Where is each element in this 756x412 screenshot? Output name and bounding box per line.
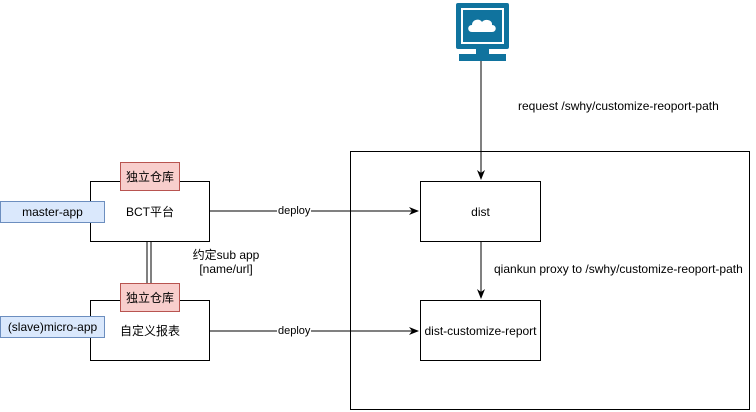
independent-repo-label: 独立仓库	[125, 169, 174, 184]
contract-line-1: 约定sub app	[192, 248, 260, 262]
request-label: request /swhy/customize-reoport-path	[518, 99, 719, 113]
custom-report-label: 自定义报表	[119, 323, 180, 338]
computer-terminal-icon	[453, 2, 512, 62]
bct-platform-label: BCT平台	[125, 204, 174, 219]
dist-customize-report-label: dist-customize-report	[424, 323, 537, 338]
contract-line-2: [name/url]	[199, 262, 253, 276]
master-app-tag: master-app	[0, 201, 105, 223]
contract-label: 约定sub app [name/url]	[186, 248, 266, 276]
deploy-label-slave: deploy	[277, 325, 312, 337]
master-app-label: master-app	[22, 205, 83, 219]
bct-platform-box[interactable]: BCT平台	[90, 181, 210, 242]
deploy-target-container	[350, 151, 750, 410]
slave-micro-app-tag: (slave)micro-app	[0, 316, 105, 338]
slave-micro-app-label: (slave)micro-app	[7, 320, 98, 334]
independent-repo-tag: 独立仓库	[120, 162, 180, 191]
deploy-label-master: deploy	[277, 205, 312, 217]
dist-box[interactable]: dist	[420, 181, 541, 242]
independent-repo-label: 独立仓库	[125, 290, 174, 305]
dist-customize-report-box[interactable]: dist-customize-report	[420, 300, 541, 361]
dist-label: dist	[471, 204, 490, 219]
proxy-label: qiankun proxy to /swhy/customize-reoport…	[494, 262, 743, 276]
independent-repo-tag: 独立仓库	[120, 283, 180, 312]
